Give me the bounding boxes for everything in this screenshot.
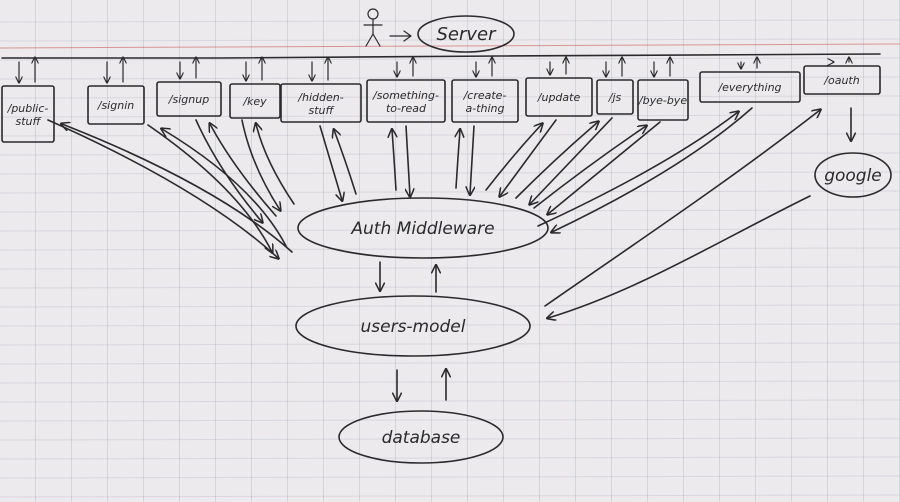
route-box-update[interactable]: /update (525, 77, 593, 117)
auth-to-route-arrow (334, 130, 357, 195)
route-label: /oauth (823, 74, 859, 87)
route-boxes: /public-stuff/signin/signup/key/hidden-s… (1, 65, 881, 143)
route-to-auth-arrow (319, 125, 342, 200)
route-label: /signin (97, 99, 135, 112)
route-box-hidden-stuff[interactable]: /hidden-stuff (280, 83, 362, 123)
route-to-auth-arrow (406, 125, 410, 196)
auth-to-route-arrow (392, 130, 396, 191)
route-to-auth-arrow (147, 124, 272, 252)
auth-to-route-arrow (456, 130, 460, 189)
route-label: /signup (168, 93, 209, 106)
route-label: /create-a-thing (463, 89, 507, 115)
route-label: /something-to-read (372, 89, 439, 115)
route-box-public-stuff[interactable]: /public-stuff (1, 85, 55, 143)
users-model-label: users-model (360, 317, 465, 337)
user-stick-figure-icon (363, 8, 383, 47)
server-node[interactable]: Server (417, 15, 515, 53)
route-to-auth-arrow (47, 119, 278, 258)
auth-to-route-arrow (256, 124, 295, 205)
auth-to-route-arrow (62, 124, 293, 253)
notebook-horizontal-rules (0, 19, 900, 498)
route-label: /key (242, 95, 267, 108)
route-to-auth-arrow (241, 119, 280, 210)
google-label: google (824, 166, 882, 186)
route-box-js[interactable]: /js (596, 79, 634, 115)
route-label: /hidden-stuff (297, 91, 343, 117)
route-box-key[interactable]: /key (229, 83, 281, 119)
user-to-server-arrow (389, 30, 412, 42)
route-box-bye-bye[interactable]: /bye-bye (637, 79, 689, 121)
auth-middleware-label: Auth Middleware (350, 219, 494, 239)
google-to-users-arrow (548, 195, 811, 318)
route-label: /bye-bye (638, 94, 687, 107)
route-box-oauth[interactable]: /oauth (803, 65, 881, 95)
route-box-something-to-read[interactable]: /something-to-read (366, 79, 446, 123)
red-margin-rule (0, 43, 900, 49)
route-box-everything[interactable]: /everything (699, 71, 801, 103)
route-box-signin[interactable]: /signin (87, 85, 145, 125)
auth-to-route-arrow (537, 112, 738, 227)
route-box-signup[interactable]: /signup (156, 81, 222, 117)
users-to-oauth-arrow (544, 110, 820, 307)
auth-to-route-arrow (515, 122, 598, 199)
google-node[interactable]: google (814, 152, 892, 198)
route-box-create-a-thing[interactable]: /create-a-thing (451, 79, 519, 123)
auth-to-route-arrow (533, 126, 646, 209)
route-to-auth-arrow (500, 119, 557, 196)
route-label: /js (608, 91, 622, 104)
auth-to-route-arrow (210, 124, 277, 217)
auth-to-route-arrow (485, 124, 542, 191)
route-label: /update (537, 91, 581, 104)
database-node[interactable]: database (338, 410, 504, 464)
route-to-auth-arrow (195, 119, 262, 222)
route-label: /public-stuff (7, 102, 49, 128)
route-to-auth-arrow (470, 125, 474, 194)
route-arrows (19, 58, 849, 258)
server-bus-line (1, 53, 881, 59)
users-model-node[interactable]: users-model (295, 295, 531, 357)
auth-middleware-node[interactable]: Auth Middleware (297, 197, 549, 259)
route-label: /everything (717, 81, 781, 94)
database-label: database (382, 428, 461, 448)
auth-to-route-arrow (162, 129, 287, 247)
route-to-auth-arrow (552, 107, 753, 232)
server-label: Server (436, 24, 497, 45)
route-to-auth-arrow (530, 117, 613, 204)
